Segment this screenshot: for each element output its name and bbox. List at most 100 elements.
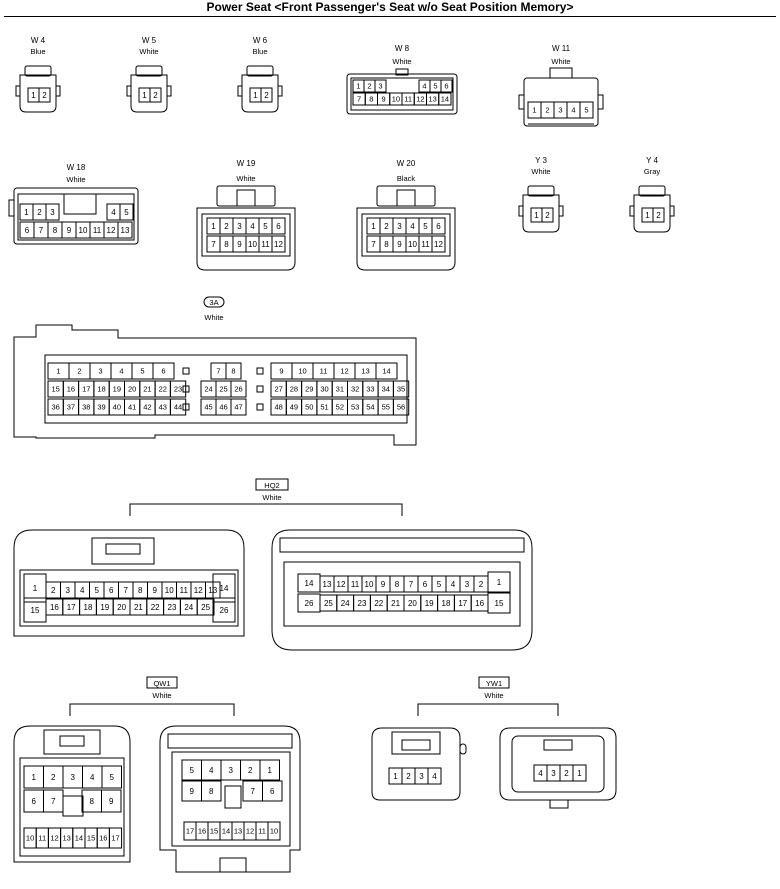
outline xyxy=(572,764,587,782)
outline xyxy=(271,217,286,235)
outline xyxy=(371,727,461,801)
pin-label: 2 xyxy=(77,367,81,376)
outline xyxy=(196,207,296,271)
pin-label: 1 xyxy=(33,584,38,593)
outline xyxy=(549,67,573,79)
connector-name: QW1 xyxy=(153,679,170,688)
outline xyxy=(259,759,280,781)
pin-label: 3 xyxy=(378,82,382,91)
outline xyxy=(236,189,256,207)
pin-label: 39 xyxy=(97,403,105,412)
connector-name: W 18 xyxy=(67,163,86,172)
outline xyxy=(431,217,446,235)
pin-label: 7 xyxy=(409,580,414,589)
outline xyxy=(55,85,61,97)
connector-name: W 5 xyxy=(142,36,157,45)
pin-label: 1 xyxy=(393,772,398,781)
pin-label: 13 xyxy=(121,226,130,235)
pin-label: 2 xyxy=(545,211,550,220)
pin-label: 4 xyxy=(119,367,123,376)
pin-label: 13 xyxy=(361,367,369,376)
outline xyxy=(391,731,441,755)
pin-label: 18 xyxy=(442,599,451,608)
pin-label: 8 xyxy=(369,95,373,104)
outline xyxy=(279,537,525,553)
pin-label: 43 xyxy=(159,403,167,412)
outline xyxy=(101,765,122,789)
pin-label: 8 xyxy=(395,580,400,589)
pin-label: 9 xyxy=(381,580,386,589)
connector-name: W 19 xyxy=(237,159,256,168)
pin-label: 10 xyxy=(248,240,257,249)
outline xyxy=(230,380,247,398)
outline xyxy=(171,751,291,847)
outline xyxy=(152,362,175,380)
pin-label: 46 xyxy=(219,403,227,412)
outline xyxy=(129,503,403,516)
outline xyxy=(478,676,510,689)
pin-label: 6 xyxy=(25,226,30,235)
pin-label: 24 xyxy=(341,599,350,608)
outline xyxy=(45,203,60,221)
connector-color: White xyxy=(484,691,503,700)
outline xyxy=(212,573,236,603)
outline xyxy=(549,799,569,809)
outline xyxy=(499,727,617,801)
outline xyxy=(130,74,168,113)
pin-label: 20 xyxy=(117,603,126,612)
pin-label: 5 xyxy=(140,367,144,376)
pin-label: 12 xyxy=(274,240,283,249)
pin-label: 5 xyxy=(110,773,115,782)
connector-color: Blue xyxy=(30,47,45,56)
outline xyxy=(271,235,286,253)
outline xyxy=(527,185,555,197)
pin-label: 19 xyxy=(425,599,434,608)
pin-label: 3 xyxy=(98,367,102,376)
pin-label: 21 xyxy=(134,603,143,612)
outline xyxy=(105,543,141,555)
pin-label: 1 xyxy=(645,211,650,220)
pin-label: 1 xyxy=(32,773,37,782)
pin-label: 17 xyxy=(111,834,119,843)
pin-label: 11 xyxy=(421,240,430,249)
outline xyxy=(440,79,453,93)
outline xyxy=(8,199,15,217)
pin-label: 4 xyxy=(80,586,85,595)
pin-label: 3 xyxy=(50,208,55,217)
pin-label: 22 xyxy=(151,603,160,612)
pin-label: 14 xyxy=(222,827,230,836)
outline xyxy=(149,87,162,103)
outline xyxy=(201,213,291,257)
pin-label: 16 xyxy=(475,599,484,608)
pin-label: 7 xyxy=(211,240,216,249)
page-title: Power Seat <Front Passenger's Seat w/o S… xyxy=(206,0,574,14)
pin-label: 9 xyxy=(279,367,283,376)
pin-label: 11 xyxy=(258,827,266,836)
pin-label: 11 xyxy=(93,226,102,235)
pin-label: 7 xyxy=(124,586,129,595)
pin-label: 6 xyxy=(161,367,165,376)
outline xyxy=(216,185,276,207)
pin-label: 26 xyxy=(220,606,229,615)
outline xyxy=(224,785,242,809)
pin-label: 25 xyxy=(219,385,227,394)
outline xyxy=(638,185,666,197)
outline xyxy=(108,827,123,849)
connector-name: W 8 xyxy=(395,44,410,53)
outline xyxy=(558,205,564,217)
outline xyxy=(652,207,665,223)
outline xyxy=(201,780,222,802)
pin-label: 10 xyxy=(365,580,374,589)
pin-label: 45 xyxy=(204,403,212,412)
outline xyxy=(543,739,573,751)
outline xyxy=(262,780,283,802)
pin-label: 42 xyxy=(143,403,151,412)
pin-label: 16 xyxy=(50,603,59,612)
connector-name: Y 3 xyxy=(535,156,547,165)
pin-label: 6 xyxy=(423,580,428,589)
title-rule xyxy=(4,16,776,17)
